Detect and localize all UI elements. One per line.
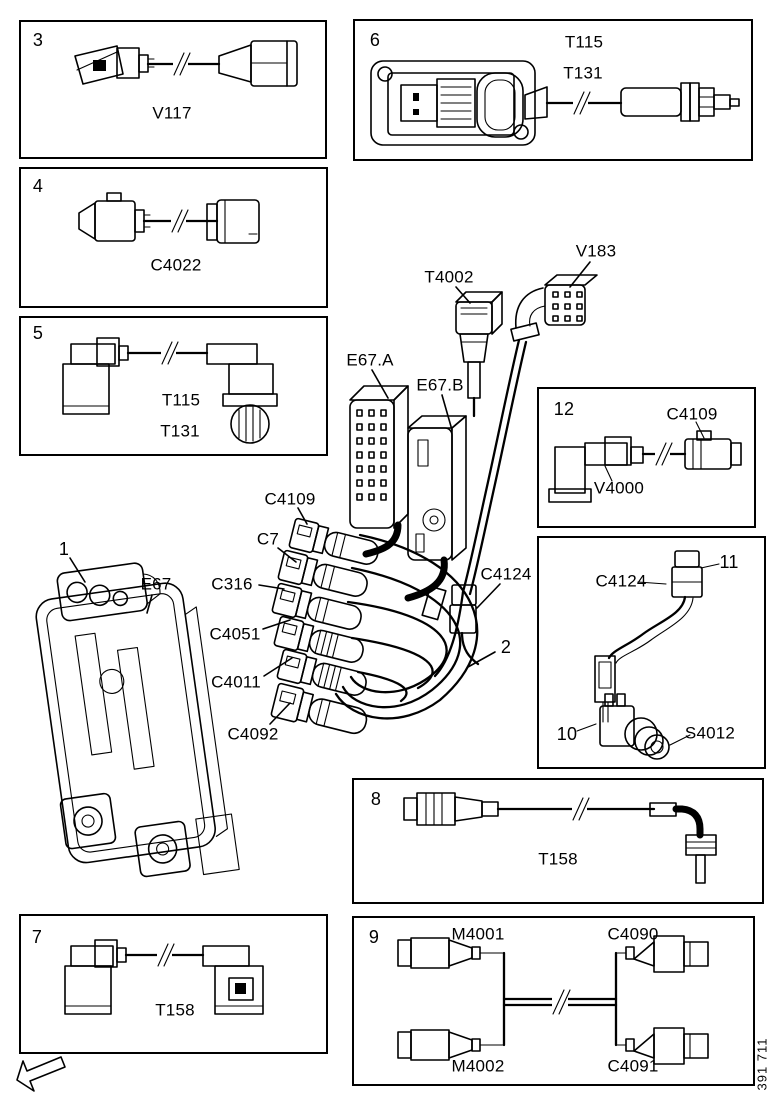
label-v183: V183 <box>575 241 617 261</box>
elbow-cable-v4000-icon <box>548 421 742 503</box>
label-c4011: C4011 <box>211 672 261 692</box>
pin-grid-icon <box>552 291 583 322</box>
callout-box-12 <box>537 387 756 528</box>
box-number-9: 9 <box>368 927 380 947</box>
callout-box-7 <box>19 914 328 1054</box>
ecu-mount-icon <box>59 792 117 850</box>
stack-connector-icon <box>276 648 367 696</box>
callout-box-10-11 <box>537 536 766 769</box>
v183-connector-icon <box>461 274 598 596</box>
box8-art <box>403 792 717 884</box>
label-e67: E67 <box>140 574 172 594</box>
y-splitter-cable-icon <box>397 935 709 1065</box>
label-v4000: V4000 <box>593 478 645 498</box>
box12-art <box>548 421 742 503</box>
callout-box-3 <box>19 20 327 159</box>
box-number-5: 5 <box>32 323 44 343</box>
label-c316: C316 <box>211 574 253 594</box>
box9-art <box>397 935 709 1065</box>
leader-lines <box>69 261 591 725</box>
stack-connector-icon <box>288 517 379 565</box>
label-c4109-central: C4109 <box>264 489 316 509</box>
box-number-10: 10 <box>556 724 578 744</box>
box-number-7: 7 <box>31 927 43 947</box>
box7-art <box>64 939 264 1015</box>
box6-art <box>370 60 740 146</box>
box-number-3: 3 <box>32 30 44 50</box>
label-e67a: E67.A <box>346 350 394 370</box>
label-c4090: C4090 <box>607 924 659 944</box>
label-t4002: T4002 <box>424 267 474 287</box>
label-t131-box5: T131 <box>160 421 200 441</box>
sensor-pigtail-cable-icon <box>594 595 694 723</box>
callout-box-6 <box>353 19 753 161</box>
temp-sensor-cable-icon <box>403 792 717 884</box>
label-s4012: S4012 <box>684 723 736 743</box>
stack-connector-icon <box>277 549 368 597</box>
box-number-6: 6 <box>369 30 381 50</box>
label-t115-box6: T115 <box>564 32 604 52</box>
callout-box-8 <box>352 778 764 904</box>
label-c4091: C4091 <box>607 1056 659 1076</box>
label-c7: C7 <box>256 529 280 549</box>
pin-grid-icon <box>356 409 387 501</box>
label-v117: V117 <box>152 103 192 123</box>
label-t158-box8: T158 <box>538 849 578 869</box>
box-number-11: 11 <box>719 552 739 572</box>
direction-arrow-icon <box>16 1056 66 1092</box>
cable-assembly-v117-icon <box>74 40 298 87</box>
box-number-8: 8 <box>370 789 382 809</box>
label-c4124-central: C4124 <box>480 564 532 584</box>
double-elbow-cable-icon <box>64 939 264 1015</box>
harness-cables-icon <box>334 521 479 720</box>
s4012-sensor-icon <box>599 693 670 760</box>
e67b-connector-icon <box>407 415 467 561</box>
item-number-1: 1 <box>58 539 70 559</box>
label-t115-box5: T115 <box>161 390 201 410</box>
label-c4022: C4022 <box>150 255 202 275</box>
elbow-cable-assembly-icon <box>62 337 278 444</box>
stack-connector-icon <box>273 615 364 663</box>
label-m4002: M4002 <box>451 1056 505 1076</box>
callout-box-4 <box>19 167 328 308</box>
item-number-2: 2 <box>500 637 512 657</box>
box-number-4: 4 <box>32 176 44 196</box>
label-m4001: M4001 <box>451 924 505 944</box>
box-number-12: 12 <box>553 399 575 419</box>
nox-sensor-module-icon <box>370 60 740 146</box>
callout-box-5 <box>19 316 328 456</box>
t4002-connector-icon <box>455 291 503 418</box>
label-t131-box6: T131 <box>563 63 603 83</box>
label-c4124-box11: C4124 <box>595 571 647 591</box>
label-t158-box7: T158 <box>155 1000 195 1020</box>
stack-connector-icon <box>270 682 368 735</box>
box4-art <box>78 192 260 244</box>
callout-box-9 <box>352 916 755 1086</box>
ecu-mount-icon <box>134 820 191 878</box>
box1011-art <box>576 550 720 760</box>
label-c4051: C4051 <box>209 624 261 644</box>
ecu-module-icon <box>35 562 240 878</box>
label-c4092: C4092 <box>227 724 279 744</box>
box3-art <box>74 40 298 87</box>
box5-art <box>62 337 278 444</box>
connector-stack-icon <box>270 517 379 735</box>
central-harness-art <box>35 261 598 878</box>
label-c4109-box12: C4109 <box>666 404 718 424</box>
stack-connector-icon <box>271 582 362 630</box>
figure-number: 391 711 <box>754 1037 770 1091</box>
label-e67b: E67.B <box>416 375 464 395</box>
c4124-connector-icon <box>671 550 703 598</box>
e67a-connector-icon <box>349 385 409 529</box>
cable-assembly-c4022-icon <box>78 192 260 244</box>
